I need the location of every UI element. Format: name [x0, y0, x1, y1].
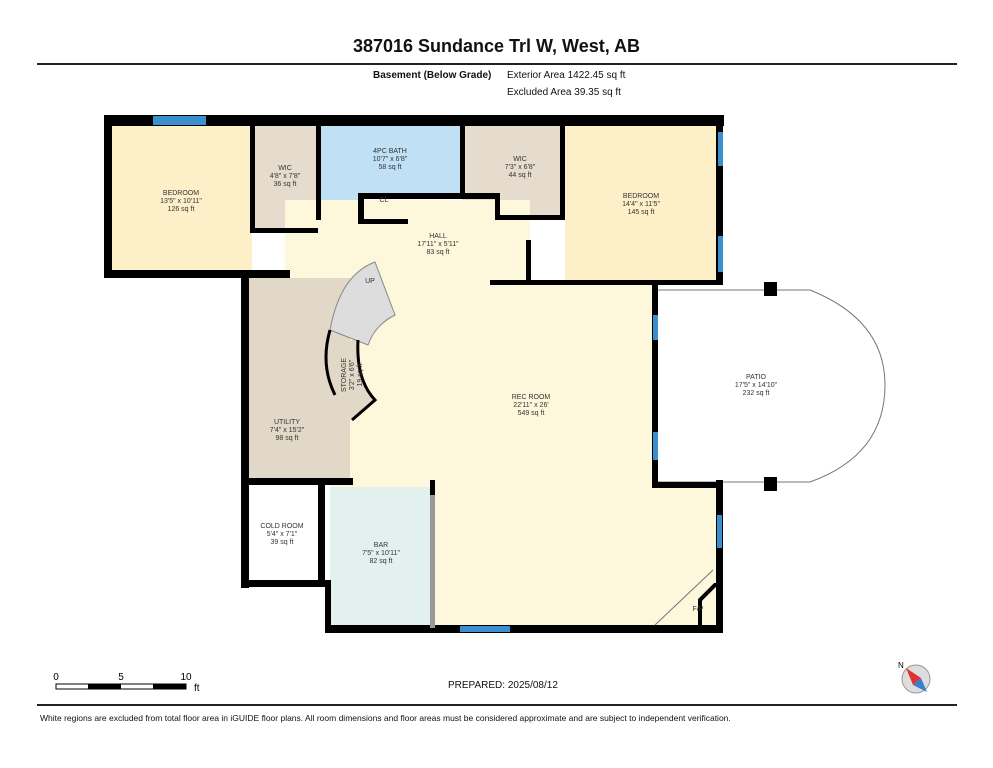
scale-bar: 0 5 10 ft [53, 672, 200, 694]
label: BEDROOM [623, 193, 659, 200]
room-bath [320, 125, 462, 195]
label: 39 sq ft [271, 539, 294, 546]
storage-wall [324, 329, 337, 396]
svg-text:N: N [898, 661, 904, 670]
fireplace-wall [698, 583, 718, 625]
label: BAR [374, 542, 388, 549]
room-bedroom2 [565, 125, 720, 282]
label: COLD ROOM [260, 523, 303, 530]
label: 5'4" x 7'1" [267, 531, 298, 538]
label: 36 sq ft [274, 181, 297, 188]
label: 145 sq ft [628, 209, 655, 216]
windows [153, 116, 723, 632]
label: BEDROOM [163, 190, 199, 197]
exterior-area: Exterior Area 1422.45 sq ft [507, 70, 626, 81]
label: 58 sq ft [379, 164, 402, 171]
room-hall [285, 200, 530, 283]
label: 10'7" x 6'8" [373, 156, 408, 163]
scale-label: 0 [53, 672, 59, 683]
label: 7'4" x 15'2" [270, 427, 305, 434]
divider [37, 63, 957, 65]
label: 4PC BATH [373, 148, 407, 155]
patio-post [764, 477, 777, 491]
label: 549 sq ft [518, 410, 545, 417]
prepared-date: PREPARED: 2025/08/12 [448, 680, 558, 691]
label: 7'5" x 10'11" [362, 550, 400, 557]
label: 126 sq ft [168, 206, 195, 213]
label: 17'11" x 5'11" [417, 241, 459, 248]
excluded-area: Excluded Area 39.35 sq ft [507, 87, 621, 98]
label: 22'11" x 26' [513, 402, 548, 409]
floor-name: Basement (Below Grade) [373, 70, 492, 81]
stairs [329, 261, 396, 346]
fireplace-hearth [654, 569, 714, 626]
room-labels: BEDROOM 13'5" x 10'11" 126 sq ft WIC 4'8… [160, 148, 778, 613]
label: 44 sq ft [509, 172, 532, 179]
patio-outline [655, 289, 886, 483]
storage-wall [351, 339, 378, 422]
label: UP [365, 278, 375, 285]
page-title: 387016 Sundance Trl W, West, AB [352, 36, 641, 56]
room-cold [247, 490, 322, 580]
label: 83 sq ft [427, 249, 450, 256]
scale-label: 10 [180, 672, 192, 683]
label: F/P [693, 606, 704, 613]
label: WIC [278, 165, 292, 172]
label: 19 sq ft [357, 363, 364, 386]
label: 3'2" x 6'6" [349, 359, 356, 390]
divider [37, 704, 957, 706]
label: 14'4" x 11'5" [622, 201, 660, 208]
scale-unit: ft [194, 683, 200, 694]
disclaimer: White regions are excluded from total fl… [40, 713, 731, 723]
label: 4'8" x 7'8" [270, 173, 301, 180]
label: 82 sq ft [370, 558, 393, 565]
walls [104, 115, 724, 633]
label: 13'5" x 10'11" [160, 198, 202, 205]
label: HALL [429, 233, 447, 240]
label: 98 sq ft [276, 435, 299, 442]
room-bar [330, 487, 430, 625]
label: PATIO [746, 374, 767, 381]
label: 232 sq ft [743, 390, 770, 397]
scale-label: 5 [118, 672, 124, 683]
room-storage [327, 340, 375, 420]
patio-post [764, 282, 777, 296]
label: REC ROOM [512, 394, 551, 401]
label: 17'5" x 14'10" [735, 382, 778, 389]
north-arrow-icon: N [898, 661, 931, 694]
room-bedroom1 [110, 125, 252, 272]
label: UTILITY [274, 419, 300, 426]
label: STORAGE [341, 358, 348, 392]
label: CL [380, 197, 389, 204]
label: 7'3" x 6'8" [505, 164, 536, 171]
label: WIC [513, 156, 527, 163]
